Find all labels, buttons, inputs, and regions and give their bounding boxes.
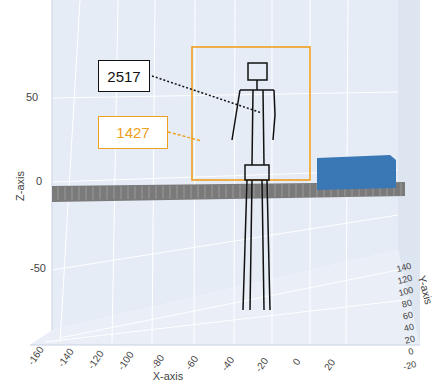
highlight-frame: [192, 47, 310, 180]
tick-label: 50: [26, 92, 38, 103]
tick-label: -120: [86, 349, 106, 371]
tick-label: 20: [323, 358, 338, 373]
axis-title: Z-axis: [15, 171, 26, 201]
axis-title: X-axis: [153, 371, 184, 382]
leader-line: [168, 132, 202, 141]
tick-label: -50: [30, 263, 46, 274]
callout-number: 1427: [116, 124, 149, 141]
callout-box: 1427: [98, 116, 168, 149]
tick-label: -160: [26, 345, 46, 367]
tick-label: 0: [407, 347, 414, 357]
leader-line: [152, 76, 262, 113]
z-axis-line: [52, 0, 53, 330]
tick-label: -20: [403, 360, 418, 372]
x-axis-line: [30, 345, 420, 346]
tick-label: -80: [150, 353, 166, 371]
stick-figure: [232, 63, 275, 310]
tick-label: 0: [291, 357, 302, 367]
tick-label: 0: [36, 176, 42, 187]
callout-box: 2517: [98, 60, 150, 92]
side-wall: [398, 0, 420, 345]
callout-number: 2517: [107, 68, 140, 85]
tick-label: -100: [116, 350, 136, 372]
tick-label: -40: [220, 355, 236, 373]
blue-block: [317, 155, 396, 190]
tick-label: -60: [184, 354, 200, 372]
tick-label: -20: [254, 356, 270, 374]
tick-label: -140: [56, 347, 76, 369]
grid-lines: [45, 0, 405, 344]
